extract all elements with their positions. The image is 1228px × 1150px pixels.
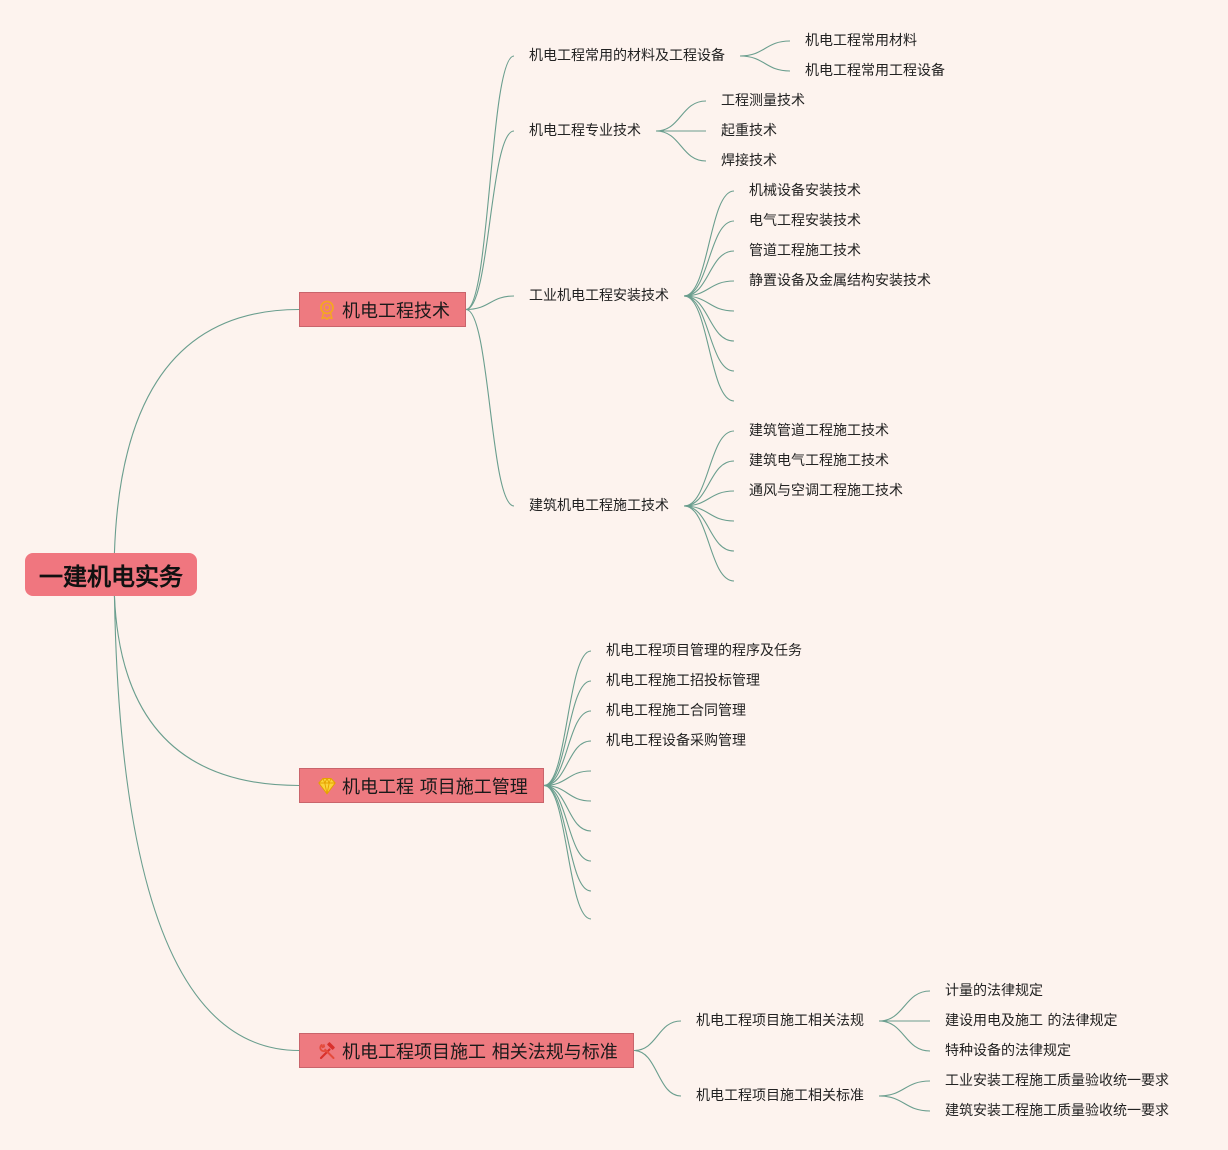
connector-line [113,595,300,787]
connector-line [543,784,592,920]
topic-materials-and-equipment[interactable]: 机电工程常用的材料及工程设备 [529,48,725,64]
subtopic-construction-power-law[interactable]: 建设用电及施工 的法律规定 [945,1013,1118,1029]
central-topic[interactable]: 一建机电实务 [25,553,197,596]
connector-line [683,220,735,297]
subtopic-lifting-technology[interactable]: 起重技术 [721,123,777,139]
connector-line [683,505,735,552]
subtopic-metrology-law[interactable]: 计量的法律规定 [945,983,1043,999]
connector-line [878,1020,931,1052]
connector-line [543,784,592,832]
connector-line [543,784,592,892]
connector-line [878,1095,931,1112]
connector-line [683,295,735,342]
connector-line [683,250,735,297]
subtopic-hvac-construction[interactable]: 通风与空调工程施工技术 [749,483,903,499]
connector-line [465,130,515,311]
connector-line [113,308,300,554]
connector-line [683,505,735,522]
subtopic-common-materials[interactable]: 机电工程常用材料 [805,33,917,49]
main-topic-label: 机电工程项目施工 相关法规与标准 [342,1041,618,1063]
connector-line [543,680,592,787]
topic-industrial-installation-technology[interactable]: 工业机电工程安装技术 [529,288,669,304]
topic-bidding-management[interactable]: 机电工程施工招投标管理 [606,673,760,689]
subtopic-building-electrical-construction[interactable]: 建筑电气工程施工技术 [749,453,889,469]
main-topic-project-construction-management[interactable]: 机电工程 项目施工管理 [299,768,544,803]
connector-line [465,308,515,507]
connector-line [465,295,515,311]
main-topic-mep-technology[interactable]: 机电工程技术 [299,292,466,327]
connector-line [683,460,735,507]
topic-related-regulations[interactable]: 机电工程项目施工相关法规 [696,1013,864,1029]
connector-line [633,1020,682,1052]
connector-line [543,650,592,787]
connector-line [633,1049,682,1097]
connector-line [739,40,791,57]
connector-line [543,740,592,787]
subtopic-welding-technology[interactable]: 焊接技术 [721,153,777,169]
connector-line [683,505,735,582]
topic-building-mep-construction-technology[interactable]: 建筑机电工程施工技术 [529,498,669,514]
topic-related-standards[interactable]: 机电工程项目施工相关标准 [696,1088,864,1104]
subtopic-piping-construction[interactable]: 管道工程施工技术 [749,243,861,259]
subtopic-building-acceptance-standard[interactable]: 建筑安装工程施工质量验收统一要求 [945,1103,1169,1119]
subtopic-static-equipment-steel-structure-installation[interactable]: 静置设备及金属结构安装技术 [749,273,931,289]
connector-line [543,770,592,787]
topic-equipment-procurement-management[interactable]: 机电工程设备采购管理 [606,733,746,749]
topic-professional-technology[interactable]: 机电工程专业技术 [529,123,641,139]
subtopic-surveying-technology[interactable]: 工程测量技术 [721,93,805,109]
tools-icon [317,1041,337,1061]
connector-line [683,295,735,402]
main-topic-label: 机电工程技术 [342,300,450,322]
award-ribbon-icon [317,300,337,320]
connector-line [655,130,707,162]
subtopic-industrial-acceptance-standard[interactable]: 工业安装工程施工质量验收统一要求 [945,1073,1169,1089]
connector-line [655,100,707,132]
connector-line [878,990,931,1022]
connector-line [683,295,735,372]
subtopic-building-piping-construction[interactable]: 建筑管道工程施工技术 [749,423,889,439]
topic-contract-management[interactable]: 机电工程施工合同管理 [606,703,746,719]
connector-line [739,55,791,72]
connector-line [465,55,515,311]
topic-project-management-procedures[interactable]: 机电工程项目管理的程序及任务 [606,643,802,659]
gem-icon [317,776,337,796]
subtopic-electrical-installation[interactable]: 电气工程安装技术 [749,213,861,229]
connector-line [878,1080,931,1097]
connector-line [113,595,300,1052]
subtopic-mechanical-equipment-installation[interactable]: 机械设备安装技术 [749,183,861,199]
connector-line [683,295,735,312]
connector-line [683,430,735,507]
connector-line [543,710,592,787]
subtopic-special-equipment-law[interactable]: 特种设备的法律规定 [945,1043,1071,1059]
main-topic-label: 机电工程 项目施工管理 [342,776,528,798]
connector-line [683,490,735,507]
connector-line [683,190,735,297]
connector-line [683,280,735,297]
main-topic-laws-and-standards[interactable]: 机电工程项目施工 相关法规与标准 [299,1033,634,1068]
subtopic-common-equipment[interactable]: 机电工程常用工程设备 [805,63,945,79]
